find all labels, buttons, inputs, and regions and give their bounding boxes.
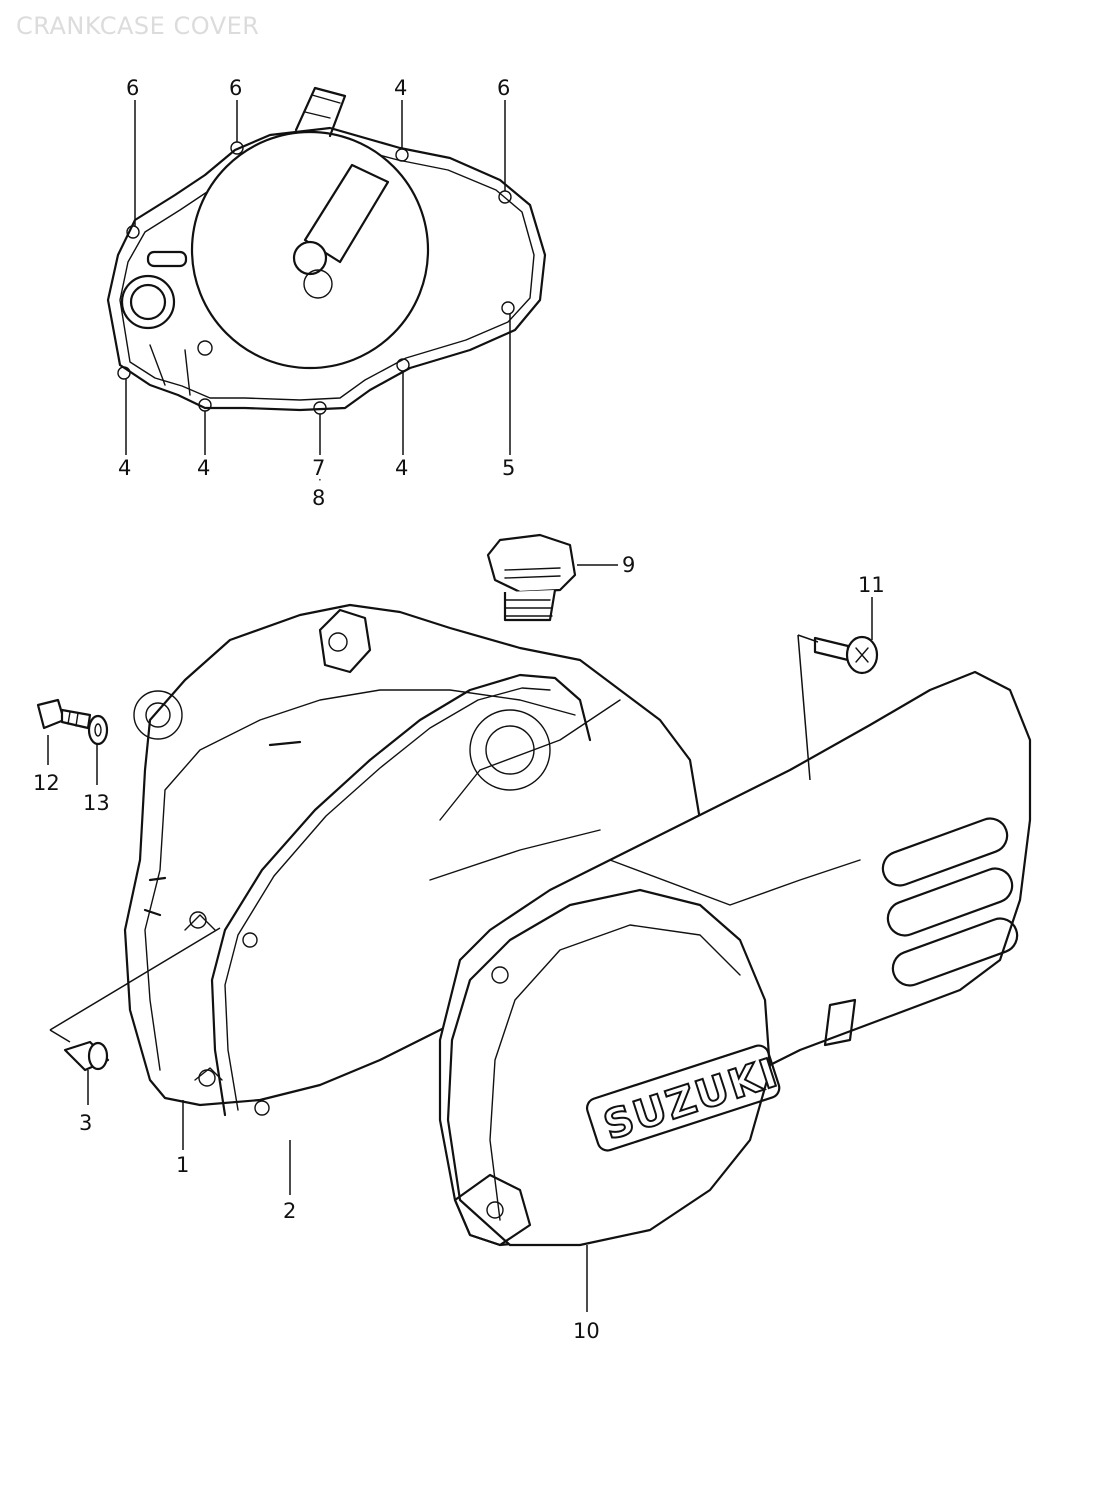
- oil-filler-cap: [486, 533, 577, 622]
- callout-5: 5: [502, 456, 515, 480]
- callouts-top: 6 6 4 6 4 4 7 · 8 4 5: [118, 76, 515, 510]
- callout-4: 4: [197, 456, 210, 480]
- diagram-title: CRANKCASE COVER: [16, 12, 260, 40]
- callout-6: 6: [126, 76, 139, 100]
- svg-text:·: ·: [318, 473, 322, 487]
- callout-6: 6: [229, 76, 242, 100]
- crankcase-cover-detail: [106, 86, 547, 455]
- crankcase-assembly: SUZUKI: [123, 603, 1032, 1247]
- vent-slots: [881, 817, 1019, 987]
- callout-3: 3: [79, 1111, 92, 1135]
- callouts-bottom: 9 11 12 13 3 1 2 10: [33, 553, 885, 1343]
- callout-1: 1: [176, 1153, 189, 1177]
- callout-12: 12: [33, 771, 60, 795]
- bolt-12: [36, 698, 92, 730]
- callout-6: 6: [497, 76, 510, 100]
- callout-9: 9: [622, 553, 635, 577]
- callout-2: 2: [283, 1199, 296, 1223]
- callout-4: 4: [118, 456, 131, 480]
- callout-4: 4: [394, 76, 407, 100]
- dowel-pin-3: [63, 1040, 110, 1072]
- callout-7: 7: [312, 456, 325, 480]
- callout-10: 10: [573, 1319, 600, 1343]
- leader-lines: [47, 564, 873, 1312]
- callout-8: 8: [312, 486, 325, 510]
- screw-11: [813, 635, 879, 675]
- callout-11: 11: [858, 573, 885, 597]
- callout-4: 4: [395, 456, 408, 480]
- callout-13: 13: [83, 791, 110, 815]
- washer-13: [87, 714, 109, 746]
